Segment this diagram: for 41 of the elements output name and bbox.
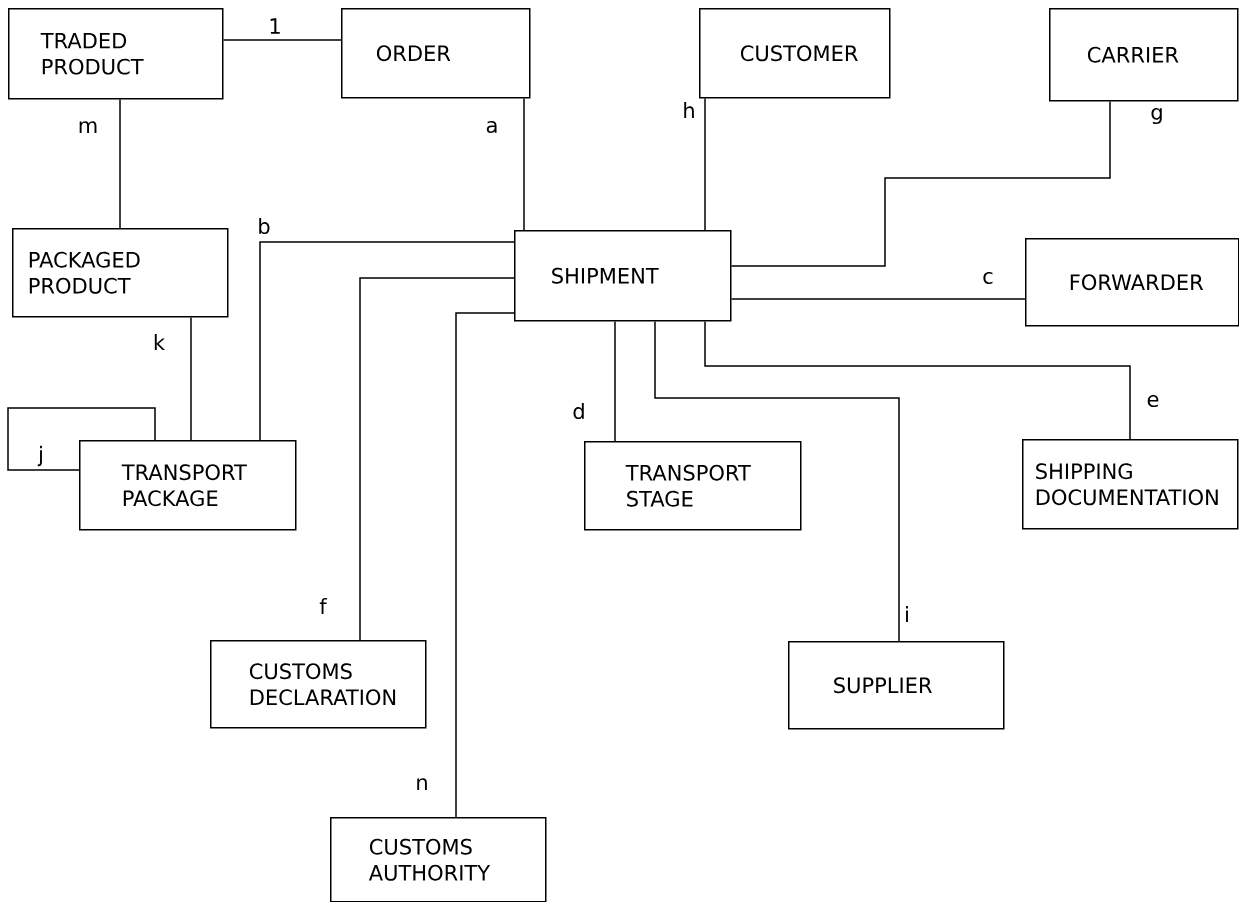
entity-box: TRANSPORT STAGE [584,441,802,531]
edge-label: d [573,402,584,420]
entity-box: PACKAGED PRODUCT [12,228,229,318]
entity-box: CARRIER [1049,8,1239,102]
connector-line [730,100,1111,267]
entity-box: CUSTOMER [699,8,891,99]
entity-box: SUPPLIER [788,641,1005,730]
connector-line [654,320,900,642]
connector-line [704,320,1131,440]
edge-label: g [1151,107,1162,125]
edge-label: a [486,121,497,133]
edge-label: c [983,272,993,285]
connector-line [222,39,342,41]
connector-line [455,312,515,818]
connector-line [119,98,121,229]
edge-label: i [906,606,908,622]
connector-line [190,316,192,441]
edge-label: h [684,102,694,118]
entity-box: ORDER [341,8,531,99]
edge-label: k [154,334,165,350]
connector-line [730,298,1026,300]
edge-label: n [417,778,427,790]
connector-line [7,407,156,471]
connector-line [704,97,706,231]
edge-label: m [79,121,97,133]
entity-box: FORWARDER [1025,238,1239,327]
edge-label: b [259,217,270,235]
connector-line [359,277,515,641]
connector-line [523,97,525,231]
connector-line [259,241,515,441]
entity-box: TRADED PRODUCT [8,8,224,100]
entity-box: SHIPMENT [514,230,732,322]
edge-label: e [1147,395,1159,408]
entity-box: TRANSPORT PACKAGE [79,440,297,531]
connector-line [614,320,616,442]
entity-box: SHIPPING DOCUMENTATION [1022,439,1239,530]
entity-box: CUSTOMS DECLARATION [210,640,427,729]
entity-box: CUSTOMS AUTHORITY [330,817,547,902]
edge-label: j [37,445,42,467]
edge-label: f [319,598,328,614]
edge-label: 1 [270,18,280,34]
